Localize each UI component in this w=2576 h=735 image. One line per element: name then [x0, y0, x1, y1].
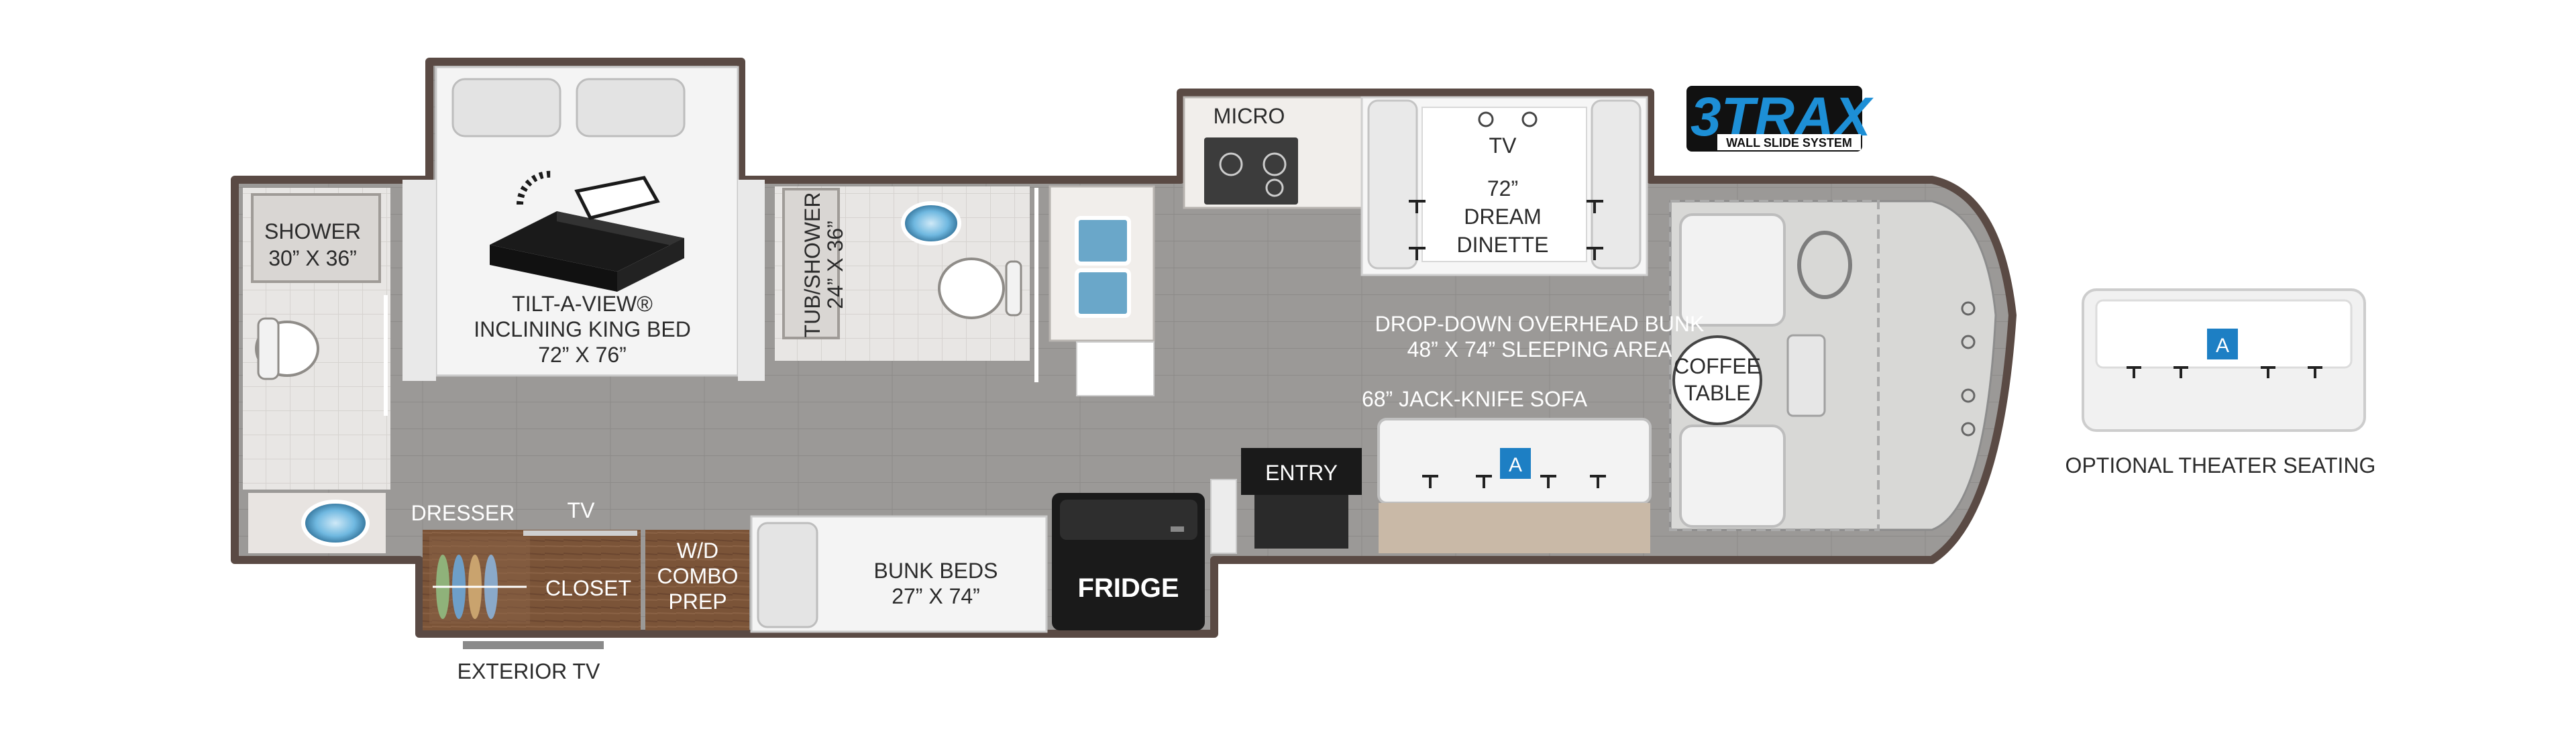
sink-icon	[901, 201, 961, 245]
shower-label: SHOWER	[264, 219, 361, 243]
bed-size: 72” X 76”	[538, 343, 627, 367]
logo-subtext: WALL SLIDE SYSTEM	[1726, 136, 1852, 150]
optional-theater-seating: A OPTIONAL THEATER SEATING	[2065, 288, 2376, 477]
bedroom-tv-label: TV	[568, 498, 596, 522]
dinette-size: 72”	[1487, 176, 1518, 201]
overhead-bunk-line1: DROP-DOWN OVERHEAD BUNK	[1375, 312, 1705, 336]
entry-label: ENTRY	[1265, 461, 1338, 485]
passenger-seat	[1679, 425, 1786, 528]
sink-icon	[1075, 216, 1131, 266]
fridge-label: FRIDGE	[1077, 573, 1179, 603]
theater-badge	[2207, 329, 2238, 359]
3trax-logo: 3TRAX WALL SLIDE SYSTEM	[1686, 86, 1874, 152]
dinette-tv: TV	[1489, 133, 1517, 158]
wd-line2: COMBO	[657, 564, 739, 588]
wd-combo: W/D COMBO PREP	[645, 530, 749, 630]
sofa-label: 68” JACK-KNIFE SOFA	[1362, 387, 1588, 411]
coffee-line1: COFFEE	[1674, 354, 1761, 378]
shower-size: 30” X 36”	[268, 246, 357, 270]
stove-area: MICRO	[1183, 96, 1363, 209]
driver-seat	[1679, 213, 1786, 327]
bunk-beds-size: 27” X 74”	[892, 584, 980, 608]
coffee-table	[1672, 335, 1762, 425]
fridge: FRIDGE	[1052, 493, 1205, 630]
optional-label: OPTIONAL THEATER SEATING	[2065, 453, 2376, 477]
sink-icon	[301, 500, 370, 547]
bunk-beds-label: BUNK BEDS	[874, 559, 998, 583]
cab: COFFEE TABLE DROP-DOWN OVERHEAD BUNK 48”…	[1375, 213, 1976, 528]
wd-line3: PREP	[668, 589, 727, 614]
dinette: TV 72” DREAM DINETTE	[1360, 96, 1648, 276]
tub-label: TUB/SHOWER	[800, 192, 824, 338]
dinette-line4: DINETTE	[1457, 233, 1549, 257]
bed-line2: INCLINING KING BED	[474, 317, 691, 341]
rear-bath: SHOWER 30” X 36”	[243, 188, 390, 553]
sofa-badge	[1500, 448, 1531, 479]
bunk-beds: BUNK BEDS 27” X 74”	[750, 515, 1048, 633]
entry: ENTRY	[1210, 448, 1362, 554]
theater-badge-letter: A	[2216, 335, 2229, 357]
dresser-label: DRESSER	[411, 501, 515, 525]
dinette-line3: DREAM	[1464, 205, 1542, 229]
pillow-left	[451, 78, 561, 137]
toilet-icon	[938, 258, 1005, 319]
bed-line1: TILT-A-VIEW®	[512, 292, 653, 316]
mid-bath: TUB/SHOWER 24” X 36”	[775, 186, 1038, 382]
coffee-line2: TABLE	[1684, 381, 1751, 405]
closet: CLOSET	[423, 530, 641, 630]
sink-icon	[1075, 268, 1131, 318]
closet-label: CLOSET	[545, 576, 631, 600]
tilt-a-view-icon	[490, 170, 684, 292]
steering-wheel-icon	[1797, 231, 1852, 299]
sofa-badge-letter: A	[1509, 454, 1522, 476]
shower-pan	[251, 193, 381, 283]
kitchen-counter	[1049, 185, 1155, 396]
tub	[782, 188, 840, 339]
pillow-right	[576, 78, 686, 137]
wd-line1: W/D	[677, 539, 718, 563]
bedroom: TILT-A-VIEW® INCLINING KING BED 72” X 76…	[402, 66, 765, 381]
exterior-tv: EXTERIOR TV	[458, 641, 604, 683]
exterior-tv-label: EXTERIOR TV	[458, 659, 600, 683]
overhead-bunk-line2: 48” X 74” SLEEPING AREA	[1407, 337, 1673, 361]
jack-knife-sofa: A 68” JACK-KNIFE SOFA	[1362, 387, 1652, 553]
dresser-tv: DRESSER TV	[411, 498, 637, 536]
bunk-pillow	[757, 522, 818, 628]
tub-size: 24” X 36”	[823, 221, 847, 309]
micro-label: MICRO	[1214, 104, 1285, 128]
